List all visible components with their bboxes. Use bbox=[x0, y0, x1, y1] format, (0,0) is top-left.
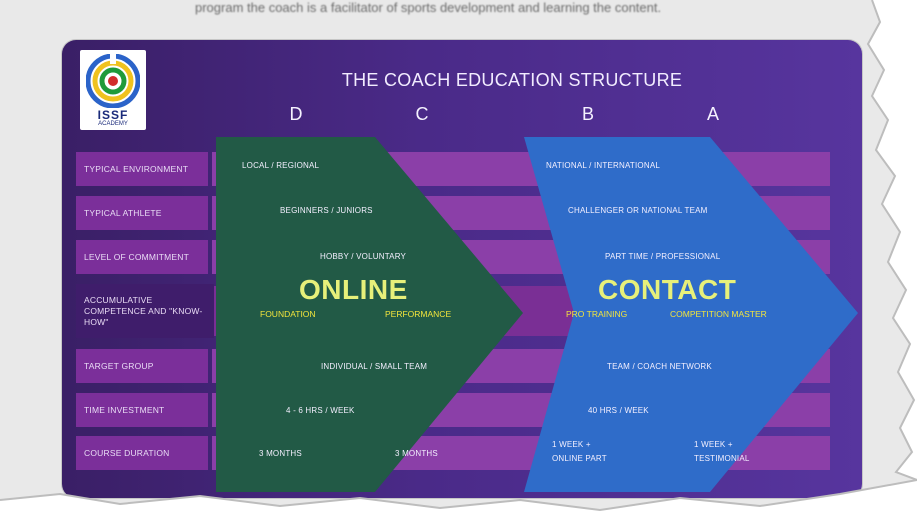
online-label: ONLINE bbox=[299, 274, 408, 305]
contact-commitment: PART TIME / PROFESSIONAL bbox=[605, 252, 721, 261]
online-performance: PERFORMANCE bbox=[385, 309, 452, 319]
logo-brand: ISSF bbox=[97, 108, 129, 122]
online-athlete: BEGINNERS / JUNIORS bbox=[280, 206, 373, 215]
row-label-environment: TYPICAL ENVIRONMENT bbox=[76, 152, 208, 186]
cropped-caption-text: program the coach is a facilitator of sp… bbox=[195, 0, 662, 15]
issf-logo: ISSF ACADEMY bbox=[80, 50, 146, 130]
level-d: D bbox=[289, 104, 303, 124]
arrow-shapes bbox=[216, 137, 858, 492]
row-label-time: TIME INVESTMENT bbox=[76, 393, 208, 427]
contact-duration-b-line1: 1 WEEK + bbox=[552, 440, 591, 449]
online-foundation: FOUNDATION bbox=[260, 309, 316, 319]
level-c: C bbox=[415, 104, 429, 124]
row-label-athlete: TYPICAL ATHLETE bbox=[76, 196, 208, 230]
contact-arrow bbox=[524, 137, 858, 492]
online-target-group: INDIVIDUAL / SMALL TEAM bbox=[321, 362, 428, 371]
contact-environment: NATIONAL / INTERNATIONAL bbox=[546, 161, 660, 170]
contact-competition-master: COMPETITION MASTER bbox=[670, 309, 767, 319]
row-label-commitment: LEVEL OF COMMITMENT bbox=[76, 240, 208, 274]
contact-duration-b-line2: ONLINE PART bbox=[552, 454, 607, 463]
contact-pro-training: PRO TRAINING bbox=[566, 309, 628, 319]
contact-label: CONTACT bbox=[598, 274, 737, 305]
row-label-duration: COURSE DURATION bbox=[76, 436, 208, 470]
coach-education-slide: TYPICAL ENVIRONMENT TYPICAL ATHLETE LEVE… bbox=[62, 40, 862, 498]
online-duration-c: 3 MONTHS bbox=[395, 449, 438, 458]
contact-duration-a-line1: 1 WEEK + bbox=[694, 440, 733, 449]
contact-target-group: TEAM / COACH NETWORK bbox=[607, 362, 712, 371]
contact-athlete: CHALLENGER OR NATIONAL TEAM bbox=[568, 206, 708, 215]
online-duration-d: 3 MONTHS bbox=[259, 449, 302, 458]
contact-duration-a-line2: TESTIMONIAL bbox=[694, 454, 750, 463]
target-rings-icon bbox=[86, 54, 140, 108]
online-commitment: HOBBY / VOLUNTARY bbox=[320, 252, 407, 261]
contact-time: 40 HRS / WEEK bbox=[588, 406, 649, 415]
level-a: A bbox=[706, 104, 719, 124]
slide-title: THE COACH EDUCATION STRUCTURE bbox=[341, 70, 683, 90]
level-b: B bbox=[581, 104, 594, 124]
online-environment: LOCAL / REGIONAL bbox=[242, 161, 320, 170]
logo-sub: ACADEMY bbox=[98, 121, 128, 127]
row-label-competence: ACCUMULATIVE COMPETENCE AND "KNOW-HOW" bbox=[76, 284, 214, 338]
online-arrow bbox=[216, 137, 523, 492]
row-label-target-group: TARGET GROUP bbox=[76, 349, 208, 383]
online-time: 4 - 6 HRS / WEEK bbox=[286, 406, 355, 415]
